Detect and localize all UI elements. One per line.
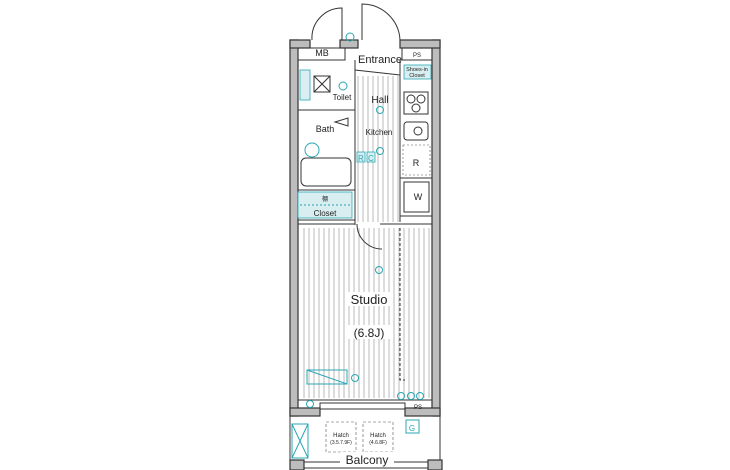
room-label-closet: Closet <box>314 209 337 218</box>
mb-door <box>311 7 343 41</box>
hatch-2-label: Hatch <box>370 433 386 439</box>
hatch-2-floors: (4.6.8F) <box>369 440 387 446</box>
aircon <box>306 369 348 385</box>
room-label-balcony: Balcony <box>346 453 389 467</box>
studio-door <box>356 223 405 381</box>
bathtub <box>300 117 352 187</box>
room-label-shoes-in-closet-1: Shoes-in <box>406 67 428 73</box>
room-label-entrance: Entrance <box>358 54 402 66</box>
room-label-kitchen: Kitchen <box>366 128 393 137</box>
gas-meter-label: G <box>409 424 415 433</box>
room-label-ps-bottom: PS <box>414 405 422 411</box>
interior-walls <box>297 47 433 410</box>
entrance-door <box>361 3 401 41</box>
room-label-shoes-in-closet-2: Closet <box>409 73 425 79</box>
outlet-r-label: R <box>358 154 364 163</box>
washer-label: W <box>414 192 423 202</box>
toilet-fixture <box>299 69 348 101</box>
kitchen-sink <box>403 121 429 141</box>
kitchen-outlets: R C <box>306 32 424 408</box>
room-label-mb: MB <box>315 48 329 58</box>
room-label-bath: Bath <box>316 124 335 134</box>
studio-flooring <box>303 228 430 398</box>
refrigerator-label: R <box>413 158 420 168</box>
closet-shelf-mark: 棚 <box>322 195 328 203</box>
hatch-1-label: Hatch <box>333 433 349 439</box>
room-label-toilet: Toilet <box>333 93 352 102</box>
refrigerator-space: R <box>402 144 431 176</box>
kitchen-flooring <box>357 76 399 222</box>
stove <box>403 91 429 115</box>
closet-fixture <box>297 191 353 219</box>
hatch-1-floors: (3.5.7.9F) <box>330 440 352 446</box>
outer-walls <box>289 39 443 470</box>
room-label-hall: Hall <box>371 95 388 106</box>
washer-space: W <box>403 181 430 213</box>
room-label-studio: Studio <box>351 292 388 307</box>
studio-size: (6.8J) <box>354 326 385 340</box>
outlet-c-label: C <box>368 154 374 163</box>
room-label-ps-top: PS <box>413 53 421 59</box>
